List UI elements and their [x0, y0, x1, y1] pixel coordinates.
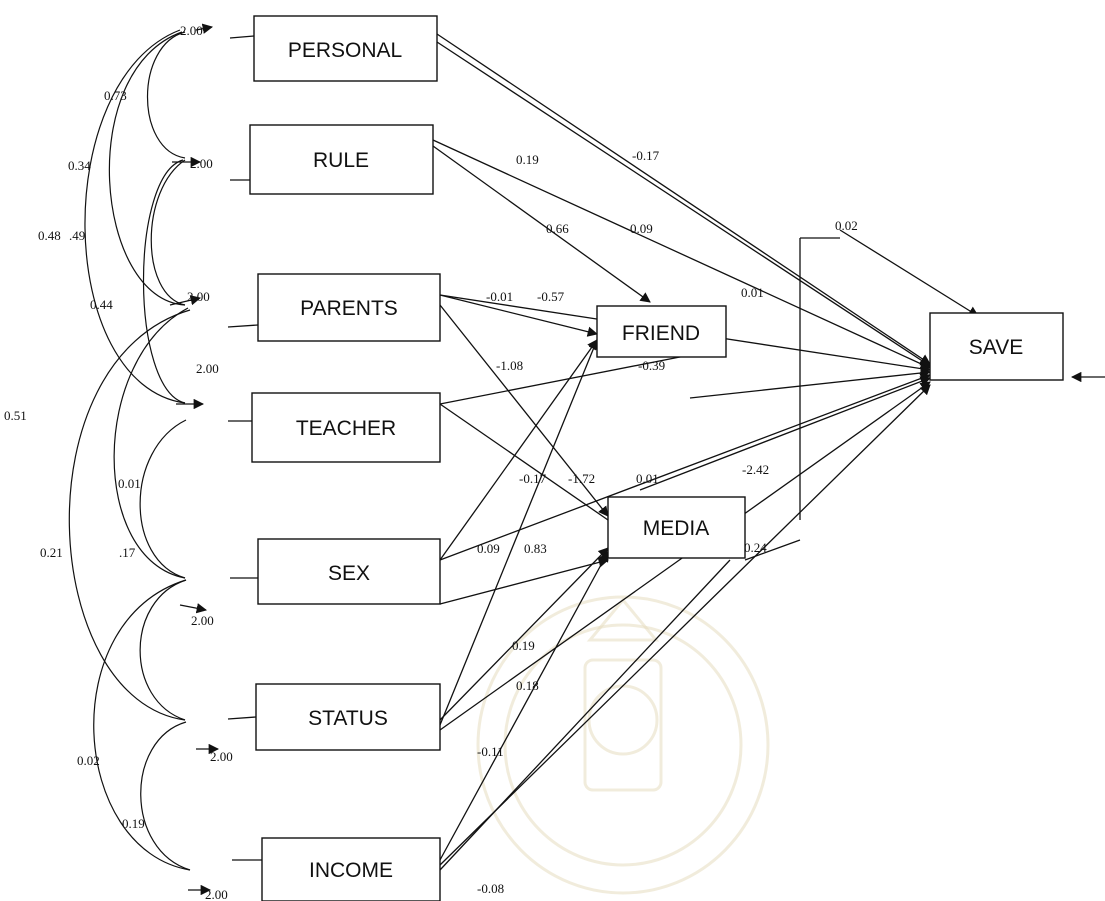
correlation-label: 0.01 [118, 476, 141, 491]
path-coefficient: 0.02 [835, 218, 858, 233]
correlation-arcs [68, 29, 191, 871]
node-label: TEACHER [296, 417, 396, 440]
node-income: INCOME [261, 837, 441, 901]
node-label: PARENTS [300, 297, 398, 320]
node-teacher: TEACHER [251, 392, 441, 463]
variance-arrows [169, 23, 1105, 896]
node-label: PERSONAL [288, 39, 402, 62]
variance-label: 2.00 [191, 613, 214, 628]
variance-label: 2.00 [196, 361, 219, 376]
variance-label: 2.00 [205, 887, 228, 901]
node-rule: RULE [249, 124, 434, 195]
variance-labels: 2.00 2.00 2.00 2.00 2.00 2.00 2.00 [180, 23, 233, 901]
node-media: MEDIA [607, 496, 746, 559]
path-coefficient: 0.09 [630, 221, 653, 236]
path-coefficient: -0.17 [519, 471, 547, 486]
correlation-label: 0.73 [104, 88, 127, 103]
correlation-label: 0.02 [77, 753, 100, 768]
watermark-seal [476, 595, 770, 895]
node-friend: FRIEND [596, 305, 727, 358]
node-parents: PARENTS [257, 273, 441, 342]
correlation-label: 0.51 [4, 408, 27, 423]
node-save: SAVE [929, 312, 1064, 381]
node-sex: SEX [257, 538, 441, 605]
node-label: SEX [328, 562, 370, 585]
path-coefficient: 0.19 [512, 638, 535, 653]
path-coefficient: -0.01 [486, 289, 513, 304]
path-coefficient: 0.09 [477, 541, 500, 556]
path-coefficient: -1.72 [568, 471, 595, 486]
path-coefficient: -0.11 [477, 744, 504, 759]
path-coefficient: 0.24 [744, 540, 767, 555]
path-coefficient: 0.19 [516, 152, 539, 167]
path-coefficient: 0.83 [524, 541, 547, 556]
variance-label: 2.00 [180, 23, 203, 38]
path-coefficient: 0.66 [546, 221, 569, 236]
path-coefficient: 0.01 [741, 285, 764, 300]
node-label: INCOME [309, 859, 393, 882]
node-label: SAVE [969, 336, 1023, 359]
path-coefficient: -1.08 [496, 358, 523, 373]
correlation-label: 0.48 [38, 228, 61, 243]
variance-label: 2.00 [210, 749, 233, 764]
node-label: STATUS [308, 707, 388, 730]
correlation-label: 0.44 [90, 297, 113, 312]
node-label: RULE [313, 149, 369, 172]
path-coefficient: -0.39 [638, 358, 665, 373]
path-lines [432, 33, 979, 871]
correlation-label: 0.19 [122, 816, 145, 831]
correlation-labels: 0.73 0.34 0.48 .49 0.44 0.51 0.01 0.21 .… [4, 88, 145, 831]
path-coefficient: -0.57 [537, 289, 565, 304]
path-coefficient: -2.42 [742, 462, 769, 477]
path-coefficient: 0.18 [516, 678, 539, 693]
node-label: FRIEND [622, 322, 700, 345]
stub-lines [227, 35, 262, 861]
path-coefficient: 0.01 [636, 471, 659, 486]
path-labels: 0.19 -0.17 0.09 0.66 0.02 -0.01 -0.57 0.… [477, 148, 858, 896]
variance-label: 2.00 [187, 289, 210, 304]
correlation-label: .17 [119, 545, 136, 560]
path-coefficient: -0.17 [632, 148, 660, 163]
path-coefficient: -0.08 [477, 881, 504, 896]
correlation-label: 0.21 [40, 545, 63, 560]
node-personal: PERSONAL [253, 15, 438, 82]
node-label: MEDIA [643, 517, 710, 540]
variance-label: 2.00 [190, 156, 213, 171]
node-status: STATUS [255, 683, 441, 751]
correlation-label: 0.34 [68, 158, 91, 173]
correlation-label: .49 [69, 228, 85, 243]
